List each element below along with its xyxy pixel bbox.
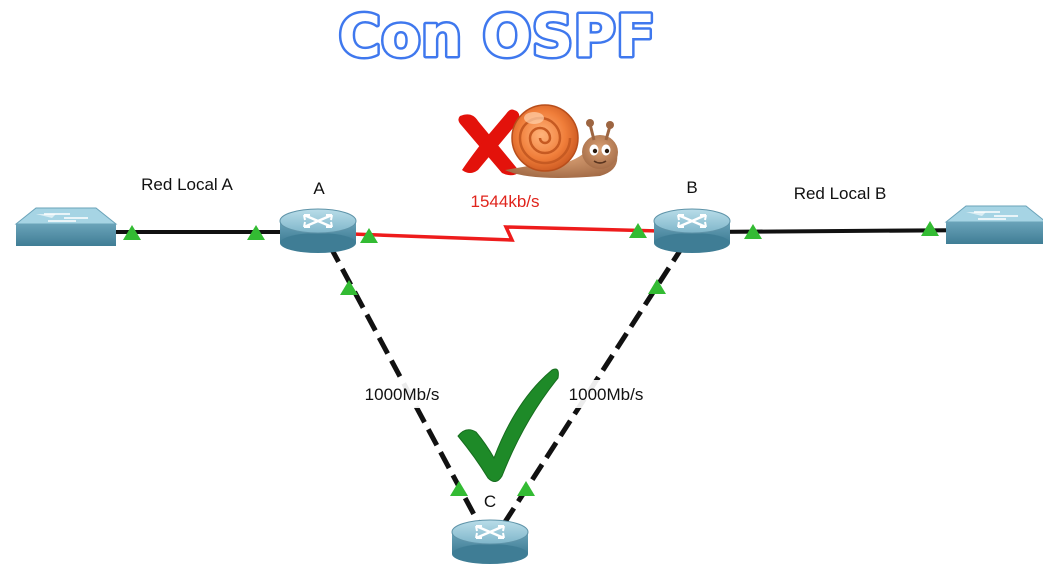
- router-a-icon: [278, 207, 358, 255]
- lan-a-label-box: [134, 170, 240, 196]
- link-a-c-speed: 1000Mb/s: [365, 385, 440, 404]
- lan-a-label: Red Local A: [141, 175, 233, 194]
- link-a-b-serial: [351, 225, 661, 242]
- snail-icon: [505, 104, 618, 178]
- link-a-b-speed: 1544kb/s: [471, 192, 540, 211]
- port-indicators: [123, 221, 939, 496]
- port-icon: [340, 280, 358, 295]
- green-checkmark-icon: [457, 368, 559, 482]
- link-b-c-speed-box: [560, 380, 652, 408]
- lan-b-label-box: [787, 180, 893, 206]
- switch-icon: [945, 205, 1043, 245]
- port-icon: [450, 481, 468, 496]
- router-b-label: B: [686, 178, 697, 197]
- port-icon: [648, 279, 666, 294]
- link-b-c-speed: 1000Mb/s: [569, 385, 644, 404]
- router-c-icon: [450, 518, 530, 566]
- router-c-label: C: [484, 492, 496, 511]
- diagram-title: Con OSPF: [338, 2, 655, 70]
- lan-b-link: [699, 228, 989, 234]
- router-a-label: A: [313, 179, 325, 198]
- port-icon: [517, 481, 535, 496]
- link-a-c-speed-box: [356, 380, 448, 408]
- lan-b-label: Red Local B: [794, 184, 887, 203]
- red-x-icon: [458, 109, 520, 176]
- switch-icon: [15, 207, 117, 247]
- router-b-icon: [652, 207, 732, 255]
